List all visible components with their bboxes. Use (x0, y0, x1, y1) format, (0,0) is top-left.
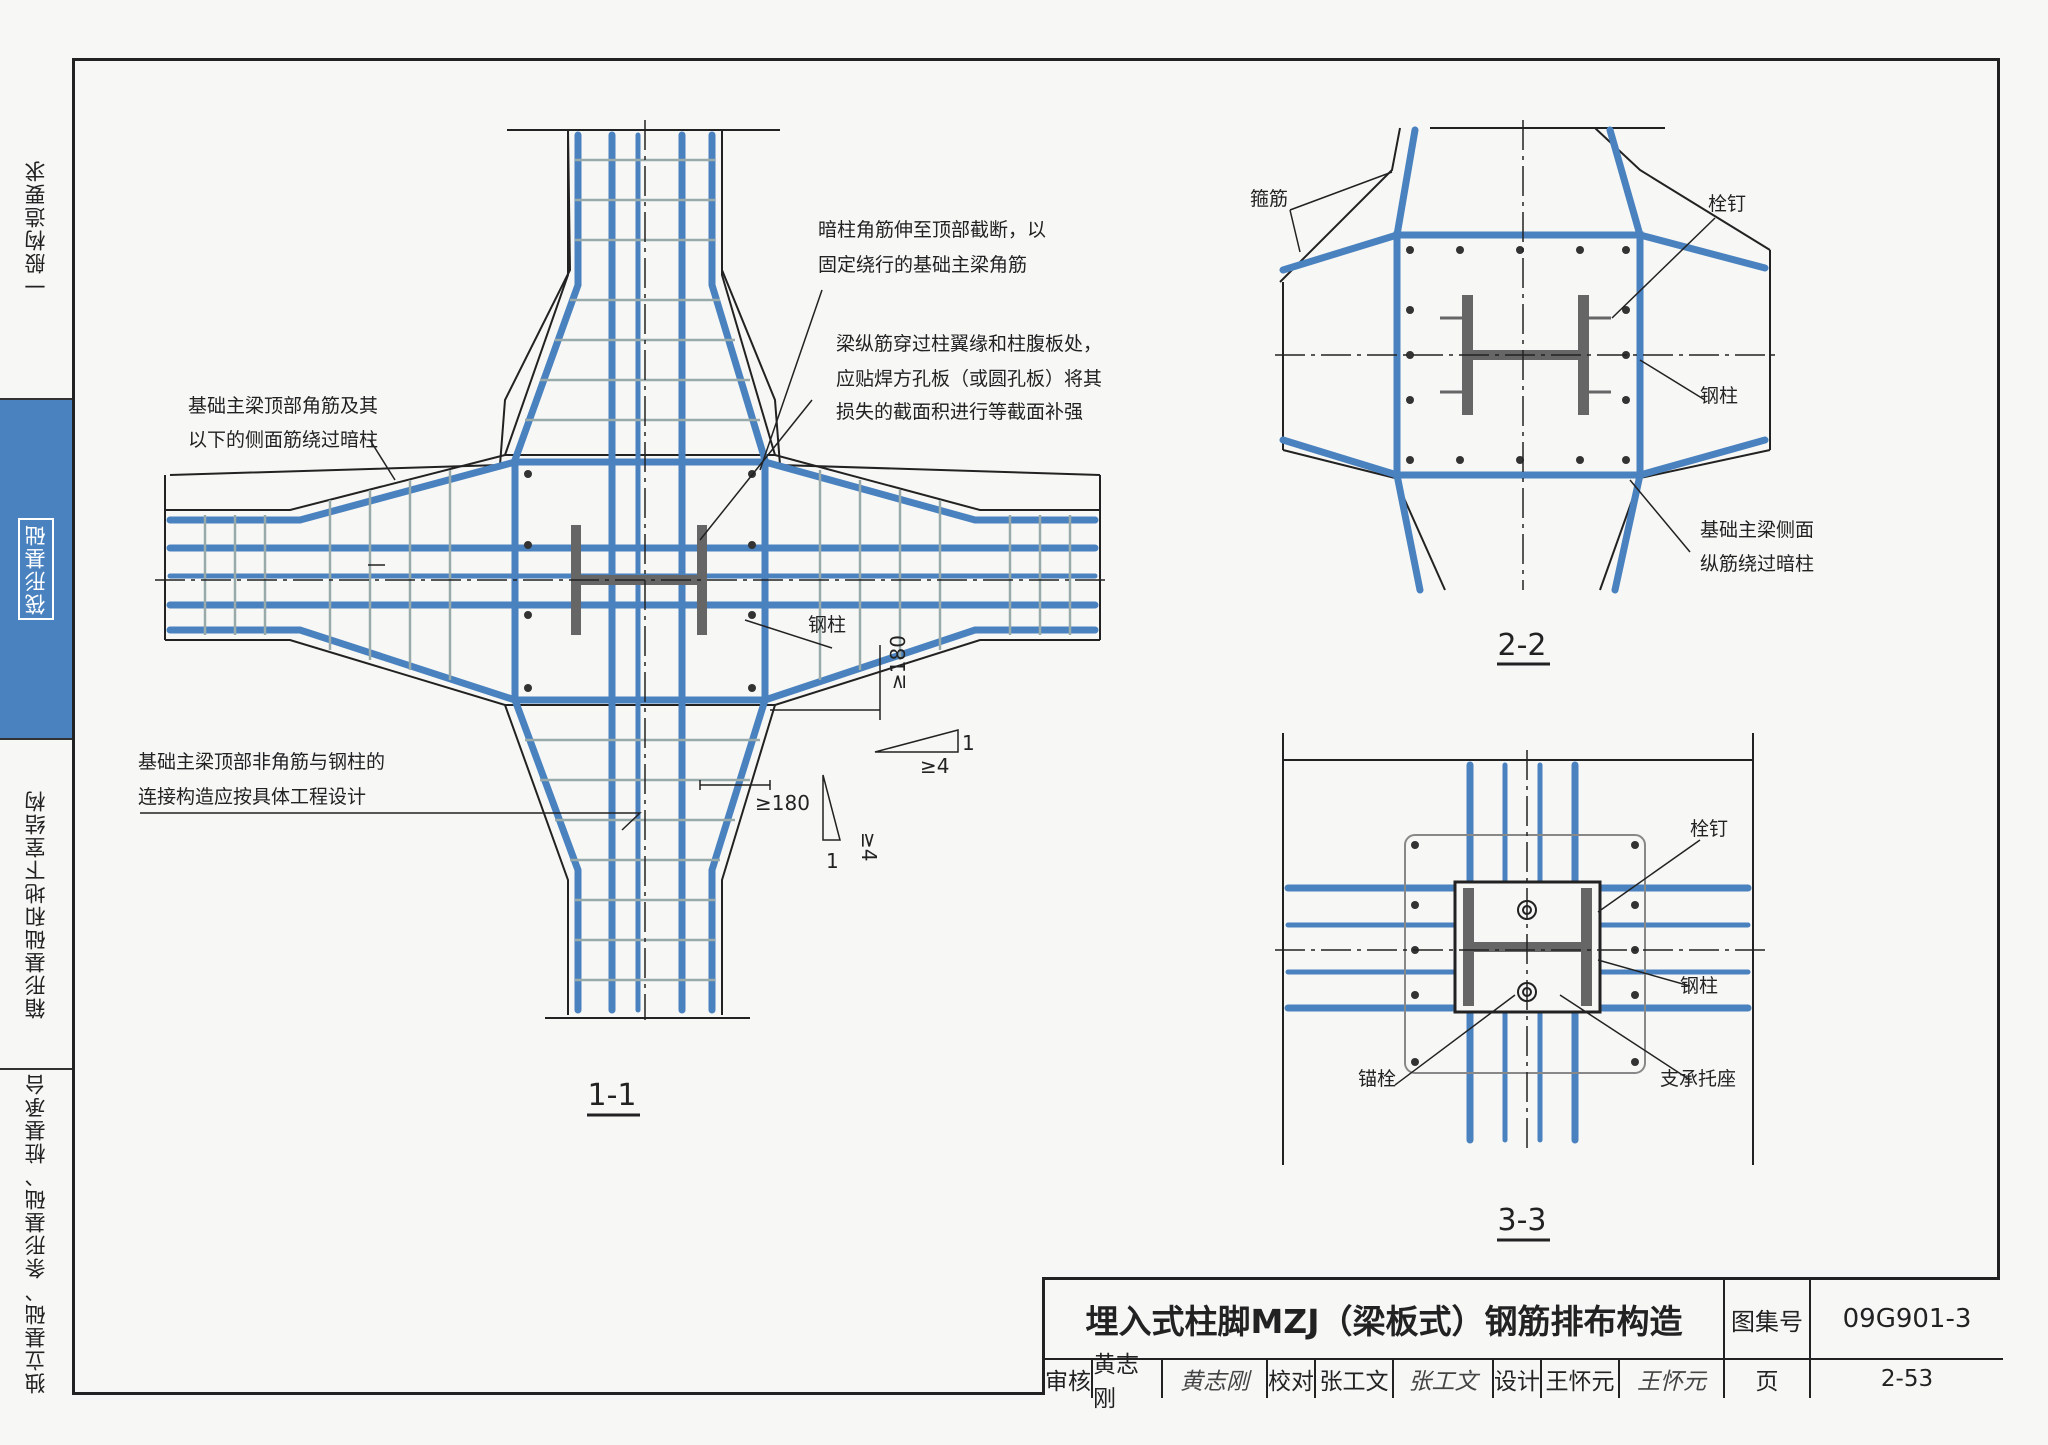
section-2-2-title: 2-2 (1498, 628, 1547, 663)
check-label: 校对 (1268, 1360, 1316, 1398)
atlas-label: 图集号 (1725, 1280, 1811, 1360)
label-anchor: 锚栓 (1358, 1068, 1396, 1090)
label-stirrup: 箍筋 (1250, 188, 1288, 210)
atlas-number: 09G901-3 (1811, 1280, 2003, 1360)
designer: 王怀元 (1542, 1360, 1620, 1398)
label-support: 支承托座 (1660, 1068, 1736, 1090)
page-number: 2-53 (1880, 1366, 1934, 1392)
note-longit-2: 应贴焊方孔板（或圆孔板）将其 (836, 368, 1102, 390)
drawing-frame (72, 58, 2000, 1395)
note-corner-bar-2: 固定绕行的基础主梁角筋 (818, 254, 1027, 276)
note-longit-3: 损失的截面积进行等截面补强 (836, 401, 1083, 423)
section-2-2: 箍筋 栓钉 钢柱 基础主梁侧面 纵筋绕过暗柱 2-2 (1250, 120, 1814, 666)
label-steel-column-2-2: 钢柱 (1700, 385, 1738, 407)
review-label: 审核 (1045, 1360, 1093, 1398)
dim-slope-h1: 1 (962, 731, 975, 755)
note-corner-bar-1: 暗柱角筋伸至顶部截断，以 (818, 219, 1046, 241)
title-block: 埋入式柱脚MZJ（梁板式）钢筋排布构造 图集号 09G901-3 审核 黄志刚 … (1042, 1277, 2003, 1412)
dim-slope-v4: ≥4 (857, 832, 881, 861)
steel-column-3-3 (1463, 888, 1592, 1006)
note-longit-1: 梁纵筋穿过柱翼缘和柱腹板处， (836, 333, 1102, 355)
beam-outline-1-1 (169, 129, 1101, 476)
section-3-3: 栓钉 钢柱 锚栓 支承托座 3-3 (1275, 733, 1770, 1242)
dim-slope-h4: ≥4 (920, 754, 949, 778)
label-steel-column-1-1: 钢柱 (808, 614, 846, 636)
checker-signature: 张工文 (1394, 1360, 1494, 1398)
checker: 张工文 (1316, 1360, 1394, 1398)
dim-180-horizontal: ≥180 (755, 791, 810, 815)
note-noncorner-2: 连接构造应按具体工程设计 (138, 786, 366, 808)
section-1-1-title: 1-1 (588, 1078, 637, 1113)
tab-raft-foundation[interactable]: 筏形基础 (0, 400, 72, 740)
section-1-1: 1-1 暗柱角筋伸至顶部截断，以 固定绕行的基础主梁角筋 基础主梁顶部角筋及其 … (138, 120, 1110, 1117)
note-top-corner-2: 以下的侧面筋绕过暗柱 (188, 429, 378, 451)
label-stud-2-2: 栓钉 (1708, 193, 1746, 215)
design-label: 设计 (1494, 1360, 1542, 1398)
page-label: 页 (1725, 1360, 1811, 1398)
reviewer: 黄志刚 (1093, 1352, 1163, 1412)
designer-signature: 王怀元 (1620, 1360, 1725, 1398)
label-stud-3-3: 栓钉 (1690, 818, 1728, 840)
label-side-bar-2: 纵筋绕过暗柱 (1700, 553, 1814, 575)
tab-box-foundation[interactable]: 箱形基础和地下室结构 (0, 740, 72, 1070)
drawing-title: 埋入式柱脚MZJ（梁板式）钢筋排布构造 (1045, 1280, 1725, 1360)
note-noncorner-1: 基础主梁顶部非角筋与钢柱的 (138, 751, 385, 773)
tab-general[interactable]: 一般构造要求 (0, 58, 72, 400)
note-top-corner-1: 基础主梁顶部角筋及其 (188, 395, 378, 417)
dim-180-vertical: ≥180 (886, 635, 910, 690)
reviewer-signature: 黄志刚 (1163, 1360, 1268, 1398)
label-side-bar-1: 基础主梁侧面 (1700, 519, 1814, 541)
section-3-3-title: 3-3 (1498, 1203, 1547, 1238)
label-steel-column-3-3: 钢柱 (1680, 975, 1718, 997)
dim-slope-v1: 1 (826, 849, 839, 873)
